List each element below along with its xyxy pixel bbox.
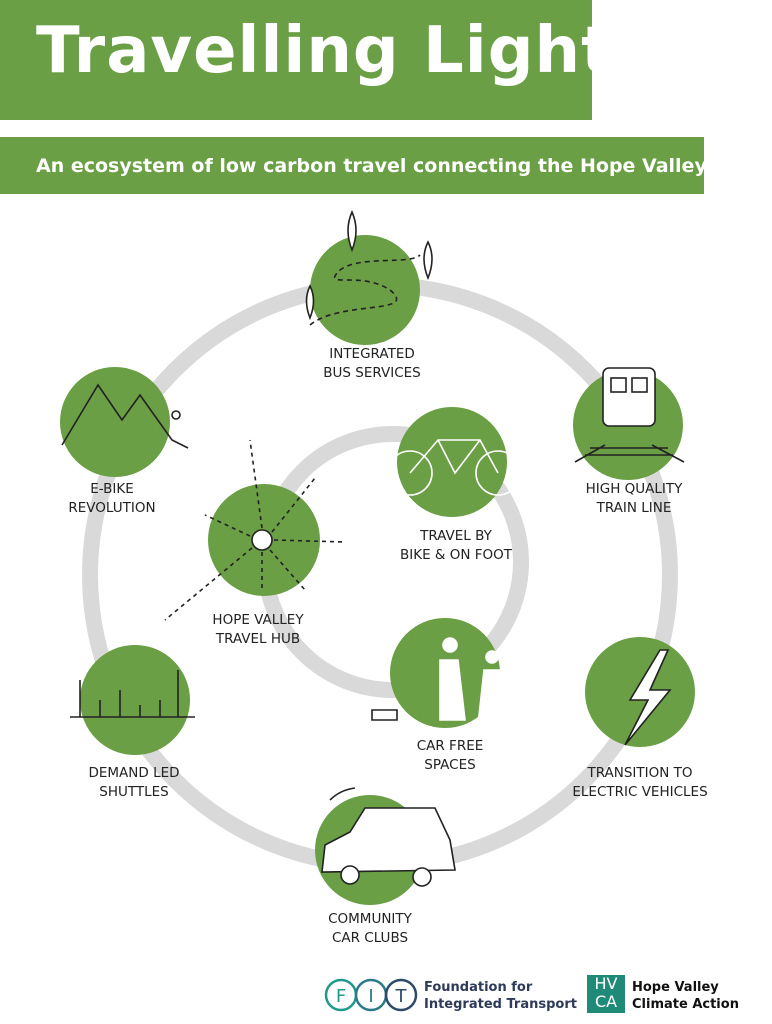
node-label-ev: TRANSITION TO ELECTRIC VEHICLES	[572, 764, 707, 802]
subtitle-banner	[0, 137, 704, 194]
label-line: SPACES	[424, 757, 476, 773]
label-line: TRAVEL BY	[420, 528, 492, 544]
page-title: Travelling Light	[36, 14, 613, 88]
label-line: BIKE & ON FOOT	[399, 547, 513, 563]
node-label-bus: INTEGRATED BUS SERVICES	[323, 345, 421, 383]
node-label-carfree: CAR FREE SPACES	[417, 737, 484, 775]
node-label-carclubs: COMMUNITY CAR CLUBS	[328, 910, 412, 948]
logo-line: Hope Valley	[632, 980, 719, 995]
logo-line: Integrated Transport	[424, 997, 577, 1012]
label-line: REVOLUTION	[68, 500, 156, 516]
label-line: INTEGRATED	[329, 346, 415, 362]
ebike-circle	[60, 367, 170, 477]
fit-logo: F I T	[324, 978, 418, 1012]
people-and-dog-icon	[371, 637, 509, 726]
label-line: BUS SERVICES	[323, 365, 421, 381]
route-map-icon	[305, 210, 433, 326]
label-line: ELECTRIC VEHICLES	[572, 784, 708, 800]
svg-text:I: I	[368, 986, 373, 1007]
label-line: TRAVEL HUB	[215, 631, 301, 647]
node-label-train: HIGH QUALITY TRAIN LINE	[586, 480, 683, 518]
bike-circle	[397, 407, 507, 517]
label-line: HOPE VALLEY	[212, 612, 304, 628]
logo-line: Foundation for	[424, 980, 533, 995]
node-label-ebike: E-BIKE REVOLUTION	[68, 480, 155, 518]
label-line: SHUTTLES	[99, 784, 169, 800]
label-line: TRAIN LINE	[596, 500, 672, 516]
logo-line: Climate Action	[632, 997, 739, 1012]
node-label-bike: TRAVEL BY BIKE & ON FOOT	[400, 527, 512, 565]
node-label-shuttles: DEMAND LED SHUTTLES	[88, 764, 179, 802]
label-line: DEMAND LED	[88, 765, 180, 781]
svg-text:T: T	[395, 986, 408, 1007]
logo-mark: CA	[594, 992, 618, 1011]
label-line: COMMUNITY	[328, 911, 412, 927]
train-icon	[574, 367, 685, 463]
svg-text:F: F	[336, 986, 346, 1007]
node-label-hub: HOPE VALLEY TRAVEL HUB	[212, 611, 303, 649]
bicycle-icon	[387, 439, 521, 496]
label-line: CAR CLUBS	[331, 930, 409, 946]
mountains-icon	[61, 383, 189, 449]
label-line: CAR FREE	[416, 738, 484, 754]
lightning-icon	[624, 649, 672, 746]
title-banner	[0, 0, 592, 120]
shuttles-circle	[80, 645, 190, 755]
label-line: TRANSITION TO	[587, 765, 693, 781]
bus-circle	[310, 235, 420, 345]
hub-arrows-icon	[164, 439, 346, 621]
car-icon	[321, 787, 456, 887]
cyclist-icon	[171, 410, 181, 420]
bar-graph-icon	[70, 670, 195, 718]
subtitle: An ecosystem of low carbon travel connec…	[36, 155, 707, 177]
label-line: E-BIKE	[90, 481, 134, 497]
label-line: HIGH QUALITY	[585, 481, 683, 497]
logo-mark: HV	[594, 974, 618, 993]
